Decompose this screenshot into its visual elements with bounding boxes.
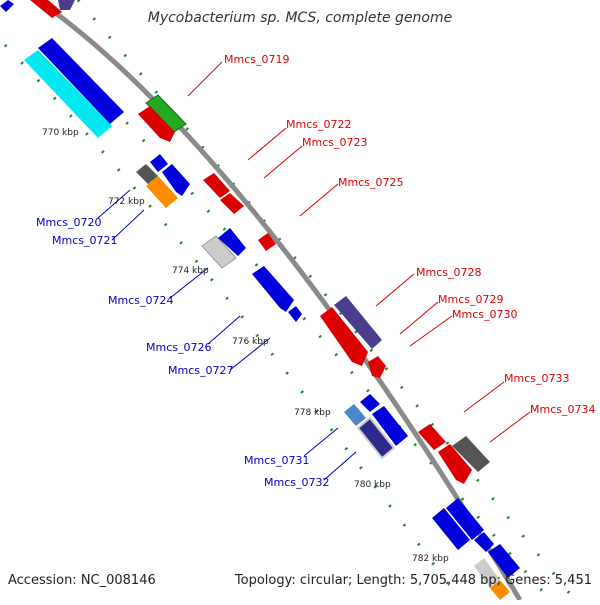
leader-0731 — [303, 427, 339, 457]
gene-feature — [38, 38, 124, 124]
gene-feature — [360, 394, 380, 412]
gene-feature-0721 — [146, 176, 178, 208]
tick-label: 770 kbp — [42, 128, 79, 138]
genome-backbone — [36, 0, 523, 602]
gene-feature — [474, 532, 494, 552]
gene-label: Mmcs_0728 — [416, 266, 481, 279]
tick-label: 778 kbp — [294, 408, 331, 418]
gene-feature — [138, 106, 175, 142]
gene-feature-0722 — [203, 173, 230, 198]
gene-label: Mmcs_0724 — [108, 294, 173, 307]
gene-label: Mmcs_0719 — [224, 53, 289, 66]
gene-feature — [218, 228, 246, 256]
map-title: Mycobacterium sp. MCS, complete genome — [147, 10, 453, 26]
leader-0732 — [323, 451, 357, 481]
tick-label: 780 kbp — [354, 480, 391, 490]
leader-0727 — [229, 337, 271, 371]
leader-0728 — [375, 273, 415, 307]
gene-label: Mmcs_0732 — [264, 476, 329, 489]
tick-label: 776 kbp — [232, 337, 269, 347]
forward-gene-labels: Mmcs_0719 Mmcs_0722 Mmcs_0723 Mmcs_0725 … — [224, 53, 595, 416]
gene-feature-0720 — [136, 164, 158, 184]
leader-0729 — [399, 301, 439, 335]
gene-feature — [438, 444, 472, 484]
gene-feature-0723 — [220, 193, 244, 214]
leader-0726 — [207, 315, 241, 345]
forward-strand-features — [30, 0, 490, 484]
gene-feature — [162, 164, 190, 196]
gene-feature — [150, 154, 168, 172]
gene-label: Mmcs_0729 — [438, 293, 503, 306]
label-leaders — [97, 61, 531, 481]
gene-feature-0725 — [258, 233, 276, 251]
gene-feature — [474, 558, 500, 588]
leader-0733 — [463, 381, 505, 413]
scale-ticks: 770 kbp 772 kbp 774 kbp 776 kbp 778 kbp … — [42, 128, 449, 564]
gene-feature-0730 — [368, 356, 386, 378]
reverse-gene-labels: Mmcs_0720 Mmcs_0721 Mmcs_0724 Mmcs_0726 … — [36, 216, 329, 489]
gene-feature — [432, 508, 470, 550]
gene-label: Mmcs_0721 — [52, 234, 117, 247]
gene-feature-0734 — [452, 436, 490, 472]
inner-dotted-track — [3, 43, 462, 601]
gene-label: Mmcs_0723 — [302, 136, 367, 149]
gene-feature — [490, 580, 510, 600]
leader-0719 — [187, 61, 223, 97]
genome-summary-text: Topology: circular; Length: 5,705,448 bp… — [234, 573, 592, 588]
gene-label: Mmcs_0727 — [168, 364, 233, 377]
gene-feature-0724 — [201, 235, 237, 269]
gene-feature-0733 — [418, 424, 446, 450]
gene-feature-0727 — [288, 306, 302, 322]
leader-0730 — [409, 315, 453, 347]
gene-feature-0731 — [344, 404, 366, 426]
gene-label: Mmcs_0731 — [244, 454, 309, 467]
gene-feature-0732 — [356, 416, 396, 460]
gene-label: Mmcs_0734 — [530, 403, 595, 416]
gene-label: Mmcs_0730 — [452, 308, 517, 321]
leader-0722 — [247, 127, 287, 161]
gene-feature — [488, 544, 520, 578]
gene-label: Mmcs_0733 — [504, 372, 569, 385]
leader-0721 — [111, 209, 145, 241]
gene-feature-0726 — [252, 266, 294, 312]
tick-label: 772 kbp — [108, 197, 145, 207]
leader-0734 — [489, 411, 531, 443]
gene-feature-0729 — [334, 296, 382, 349]
gene-feature — [372, 406, 408, 446]
gene-label: Mmcs_0722 — [286, 118, 351, 131]
leader-0723 — [263, 145, 303, 179]
guide-tracks — [3, 0, 577, 601]
reverse-strand-features — [0, 0, 520, 600]
gene-label: Mmcs_0726 — [146, 341, 211, 354]
leader-0720 — [97, 189, 131, 219]
tick-label: 782 kbp — [412, 554, 449, 564]
gene-feature-0728 — [320, 307, 368, 366]
gene-feature — [0, 0, 14, 12]
gene-label: Mmcs_0720 — [36, 216, 101, 229]
accession-text: Accession: NC_008146 — [8, 573, 156, 588]
gene-feature — [446, 498, 484, 540]
leader-0724 — [169, 267, 209, 299]
gene-label: Mmcs_0725 — [338, 176, 403, 189]
tick-label: 774 kbp — [172, 266, 209, 276]
gene-feature — [58, 0, 75, 10]
gene-feature — [24, 50, 112, 138]
leader-0725 — [299, 183, 339, 217]
gene-feature — [30, 0, 62, 18]
